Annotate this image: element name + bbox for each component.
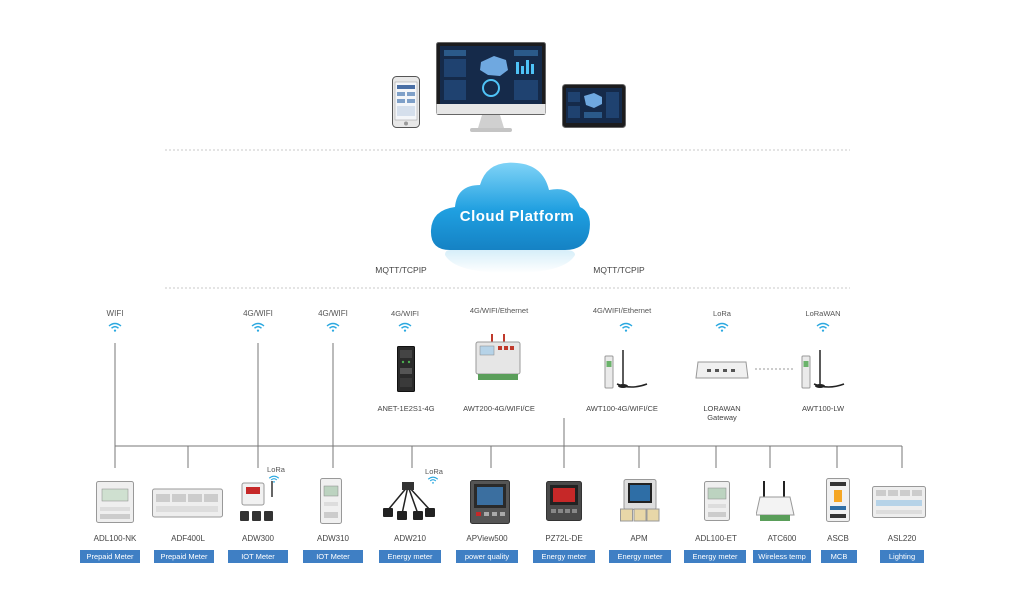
gateway-name: AWT100-LW bbox=[801, 404, 845, 413]
device-name: ASL220 bbox=[887, 534, 917, 543]
lora-tag: LoRa bbox=[425, 467, 443, 476]
din-gateway-icon bbox=[397, 346, 415, 392]
wifi-icon bbox=[816, 322, 830, 332]
din-meter-icon bbox=[704, 481, 730, 521]
client-devices bbox=[390, 40, 630, 135]
device-name: ADW210 bbox=[393, 534, 427, 543]
wifi-icon bbox=[427, 476, 439, 484]
device-name: ASCB bbox=[827, 534, 849, 543]
category-badge: IOT Meter bbox=[303, 550, 363, 563]
device-name: ADW310 bbox=[316, 534, 350, 543]
wifi-icon bbox=[108, 322, 122, 332]
protocol-label-left: MQTT/TCPIP bbox=[375, 265, 427, 275]
desktop-monitor-icon bbox=[436, 42, 546, 132]
category-badge: Wireless temp bbox=[753, 550, 811, 563]
device-name: ATC600 bbox=[767, 534, 797, 543]
multi-meter-icon bbox=[152, 488, 223, 518]
protocol-label-right: MQTT/TCPIP bbox=[593, 265, 645, 275]
wifi-icon bbox=[715, 322, 729, 332]
gateway-name: AWT100-4G/WIFI/CE bbox=[586, 404, 658, 413]
category-badge: Energy meter bbox=[609, 550, 671, 563]
category-badge: Energy meter bbox=[533, 550, 595, 563]
device-name: ADL100-ET bbox=[695, 534, 737, 543]
wifi-icon bbox=[326, 322, 340, 332]
device-name: ADF400L bbox=[171, 534, 205, 543]
category-badge: Energy meter bbox=[379, 550, 441, 563]
ct-clamp-icon bbox=[383, 482, 435, 520]
panel-meter-icon bbox=[620, 479, 660, 522]
wifi-icon bbox=[619, 322, 633, 332]
connection-label: 4G/WIFI/Ethernet bbox=[469, 306, 529, 315]
din-meter-icon bbox=[96, 481, 134, 523]
wifi-icon bbox=[251, 322, 265, 332]
connection-label: 4G/WIFI bbox=[391, 309, 419, 318]
category-badge: IOT Meter bbox=[228, 550, 288, 563]
connection-label: 4G/WIFI bbox=[318, 309, 348, 318]
connection-label: 4G/WIFI bbox=[243, 309, 273, 318]
cloud-icon bbox=[430, 162, 590, 273]
pq-analyzer-icon bbox=[470, 480, 510, 524]
gateway-name: AWT200-4G/WIFI/CE bbox=[463, 404, 535, 413]
device-name: ADL100-NK bbox=[93, 534, 137, 543]
tablet-icon bbox=[562, 84, 626, 128]
connection-label: LoRa bbox=[713, 309, 731, 318]
connection-label: LoRaWAN bbox=[805, 309, 841, 318]
connection-label: 4G/WIFI/Ethernet bbox=[592, 306, 652, 315]
slim-meter-icon bbox=[320, 478, 342, 524]
gateway-name: ANET-1E2S1-4G bbox=[377, 404, 435, 413]
ct-meter-icon bbox=[240, 481, 273, 521]
category-badge: Energy meter bbox=[684, 550, 746, 563]
mcb-icon bbox=[826, 478, 850, 522]
panel-meter-icon bbox=[546, 481, 582, 521]
lighting-module-icon bbox=[872, 486, 926, 518]
category-badge: Lighting bbox=[880, 550, 924, 563]
category-badge: MCB bbox=[821, 550, 857, 563]
wifi-icon bbox=[268, 475, 280, 483]
category-badge: Prepaid Meter bbox=[154, 550, 214, 563]
category-badge: Prepaid Meter bbox=[80, 550, 140, 563]
gateway-name-line2: Gateway bbox=[707, 413, 737, 422]
lorawan-gateway-icon bbox=[695, 361, 749, 379]
cloud-platform-title: Cloud Platform bbox=[459, 208, 575, 225]
antenna-module-icon bbox=[801, 350, 845, 389]
device-name: APView500 bbox=[466, 534, 508, 543]
wifi-icon bbox=[398, 322, 412, 332]
device-name: PZ72L-DE bbox=[545, 534, 583, 543]
smartphone-icon bbox=[392, 76, 420, 128]
category-badge: power quality bbox=[456, 550, 518, 563]
temp-sensor-icon bbox=[756, 481, 795, 521]
connection-label: WIFI bbox=[106, 309, 124, 318]
gateway-box-icon bbox=[475, 334, 521, 380]
device-name: ADW300 bbox=[241, 534, 275, 543]
antenna-module-icon bbox=[604, 350, 648, 389]
gateway-name: LORAWAN bbox=[703, 404, 741, 413]
lora-tag: LoRa bbox=[267, 465, 285, 474]
device-name: APM bbox=[630, 534, 648, 543]
